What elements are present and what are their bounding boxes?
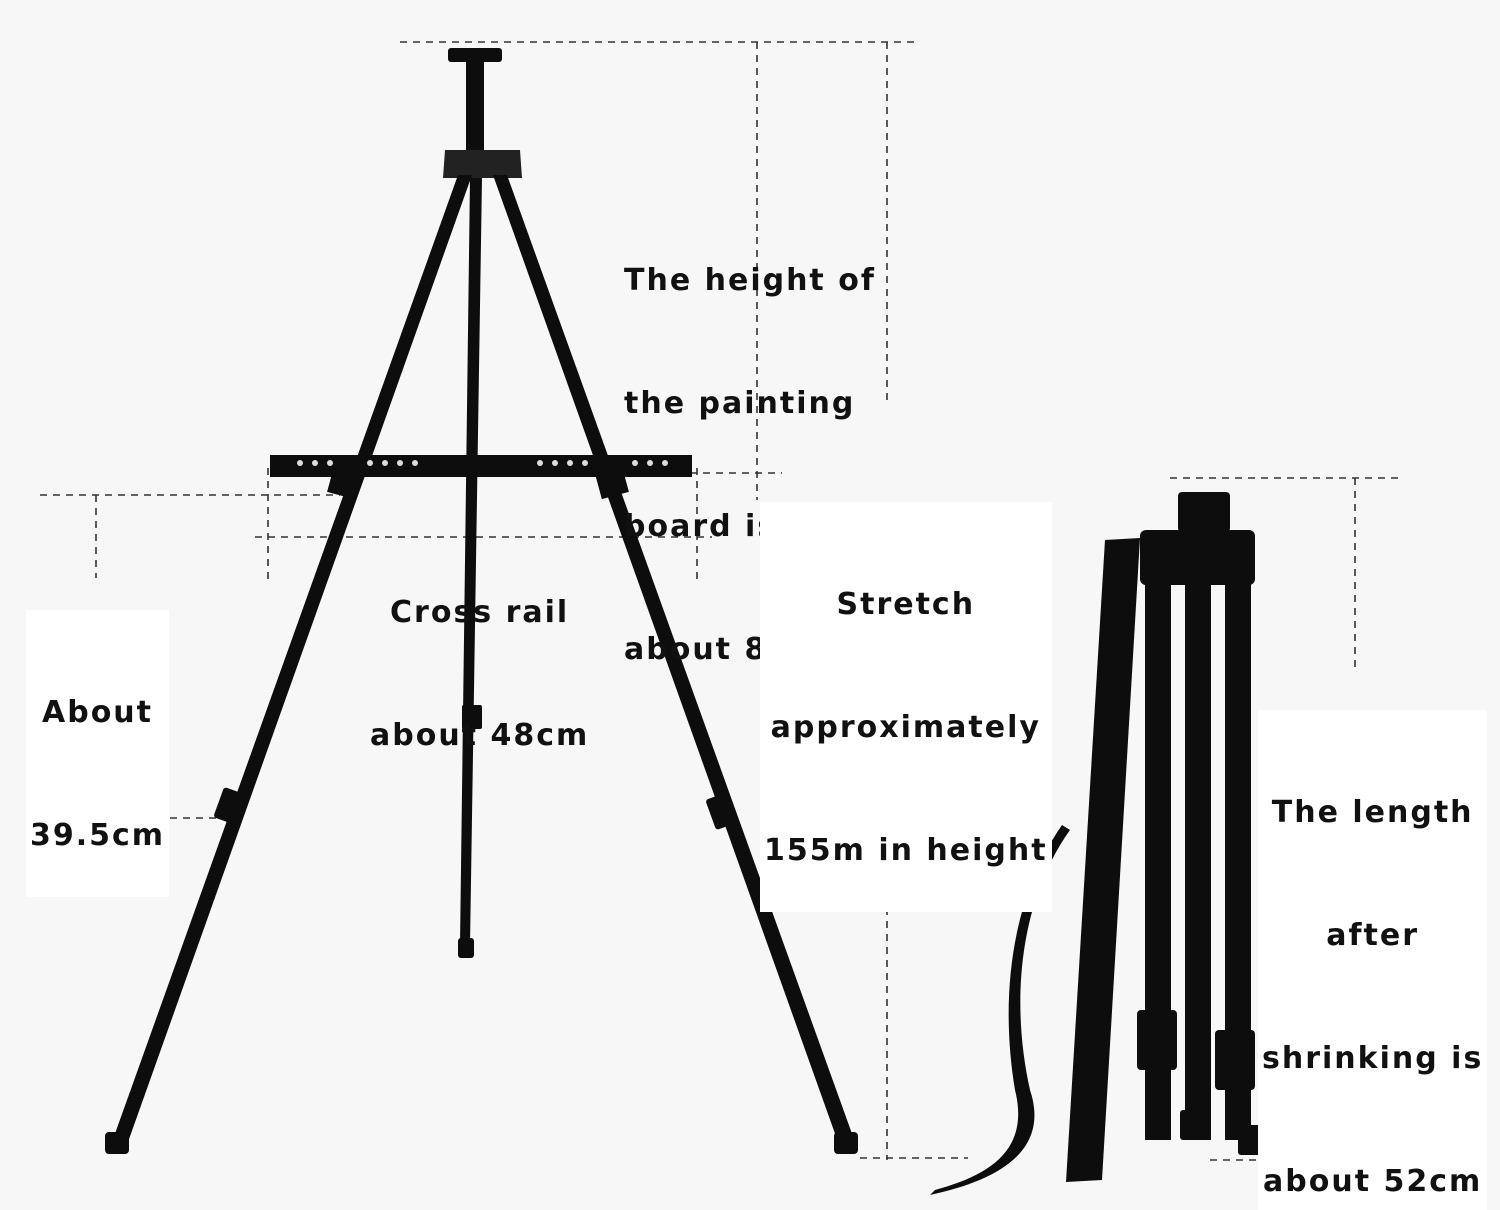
cross-rail-line-1: Cross rail — [390, 595, 570, 630]
folded-length-line-2: after — [1326, 918, 1420, 953]
board-height-line-2: the painting — [624, 386, 856, 421]
folded-length-line-3: shrinking is — [1262, 1041, 1484, 1076]
board-height-line-1: The height of — [624, 263, 876, 298]
cross-rail-line-2: about 48cm — [370, 718, 590, 753]
folded-length-line-1: The length — [1271, 795, 1474, 830]
stretch-line-2: approximately — [770, 710, 1041, 745]
stretch-line-1: Stretch — [836, 587, 976, 622]
folded-length-line-4: about 52cm — [1263, 1164, 1483, 1199]
stretch-line-3: 155m in height — [764, 833, 1048, 868]
lower-leg-line-1: About — [42, 695, 154, 730]
lower-leg-line-2: 39.5cm — [30, 818, 166, 853]
